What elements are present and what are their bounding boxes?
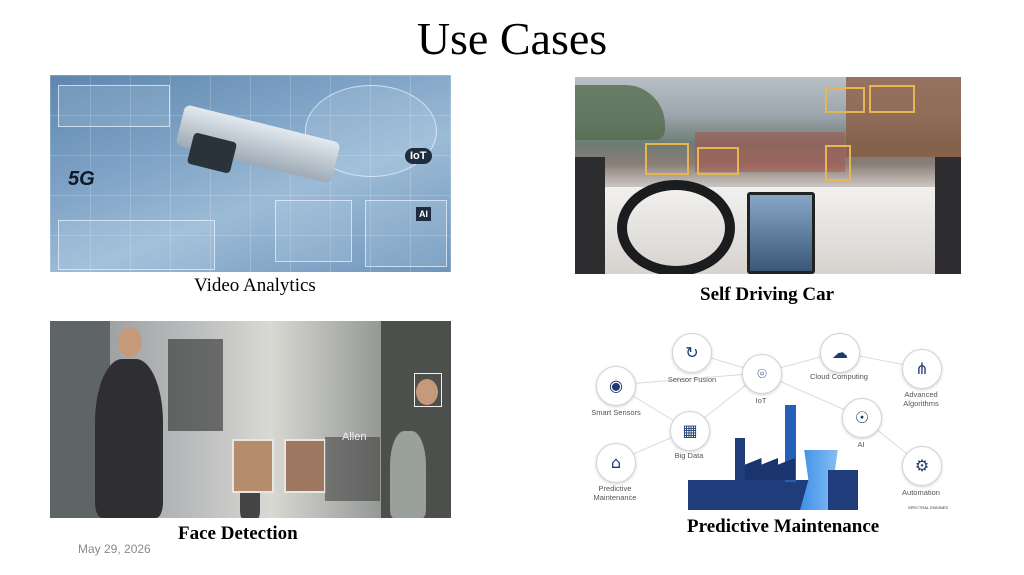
- map-panel: [275, 200, 352, 262]
- video-analytics-caption: Video Analytics: [194, 275, 316, 296]
- face-thumbnail: [284, 439, 326, 493]
- node-label: Sensor Fusion: [667, 375, 717, 384]
- detection-box: [825, 87, 865, 113]
- 5g-badge: 5G: [68, 168, 95, 190]
- steering-wheel: [617, 180, 735, 274]
- self-driving-car-caption: Self Driving Car: [700, 284, 835, 305]
- detection-box: [697, 147, 739, 175]
- ai-badge: AI: [416, 207, 431, 221]
- self-driving-car-image: [575, 77, 961, 274]
- a-pillar-left: [575, 157, 605, 274]
- person: [95, 359, 163, 518]
- node-label: Advanced Algorithms: [903, 390, 939, 408]
- red-lane: [695, 132, 845, 172]
- network-icon: ⋔: [902, 349, 942, 389]
- id-overlay-panel: [325, 437, 380, 501]
- body-scan-panel: [365, 200, 447, 267]
- node-label: AI: [857, 440, 865, 449]
- overlay-name: Allen: [342, 431, 367, 443]
- hud-panel: [58, 220, 215, 270]
- slide-title: Use Cases: [416, 13, 608, 64]
- gears-icon: ⚙: [902, 446, 942, 486]
- predictive-maintenance-infographic: ↻ Sensor Fusion ☁ Cloud Computing ◉ Smar…: [585, 330, 960, 513]
- predictive-maintenance-caption: Predictive Maintenance: [687, 516, 880, 537]
- wifi-icon: ◉: [596, 366, 636, 406]
- person: [390, 431, 426, 518]
- iot-icon: ⌾: [742, 354, 782, 394]
- face-detection-box: [414, 373, 442, 407]
- detection-box: [645, 143, 689, 175]
- detection-box: [869, 85, 915, 113]
- cloud-icon: ☁: [820, 333, 860, 373]
- slide-date: May 29, 2026: [78, 542, 151, 556]
- face: [416, 379, 438, 405]
- face-thumbnail: [232, 439, 274, 493]
- node-label: IoT: [755, 396, 767, 405]
- iot-badge: IoT: [405, 148, 432, 164]
- info-overlay-panel: [168, 339, 223, 431]
- building-right: [846, 77, 961, 157]
- hud-box: [58, 85, 170, 127]
- a-pillar-right: [935, 157, 961, 274]
- factory-icon: ⌂: [596, 443, 636, 483]
- face: [118, 327, 142, 357]
- node-label: Big Data: [674, 451, 704, 460]
- face-detection-image: Allen: [50, 321, 451, 518]
- trees-left: [575, 85, 665, 140]
- brand-mark: SPECTRAL ENGINES: [908, 505, 949, 510]
- node-label: Smart Sensors: [591, 408, 641, 417]
- node-label: Cloud Computing: [810, 372, 868, 381]
- data-icon: ▦: [670, 411, 710, 451]
- video-analytics-image: 5G IoT AI: [50, 75, 451, 272]
- brain-icon: ☉: [842, 398, 882, 438]
- sensor-fusion-icon: ↻: [672, 333, 712, 373]
- node-label: Automation: [902, 488, 940, 497]
- detection-box: [825, 145, 851, 181]
- face-detection-caption: Face Detection: [178, 523, 298, 544]
- center-screen: [747, 192, 815, 274]
- node-label: Predictive Maintenance: [593, 484, 637, 502]
